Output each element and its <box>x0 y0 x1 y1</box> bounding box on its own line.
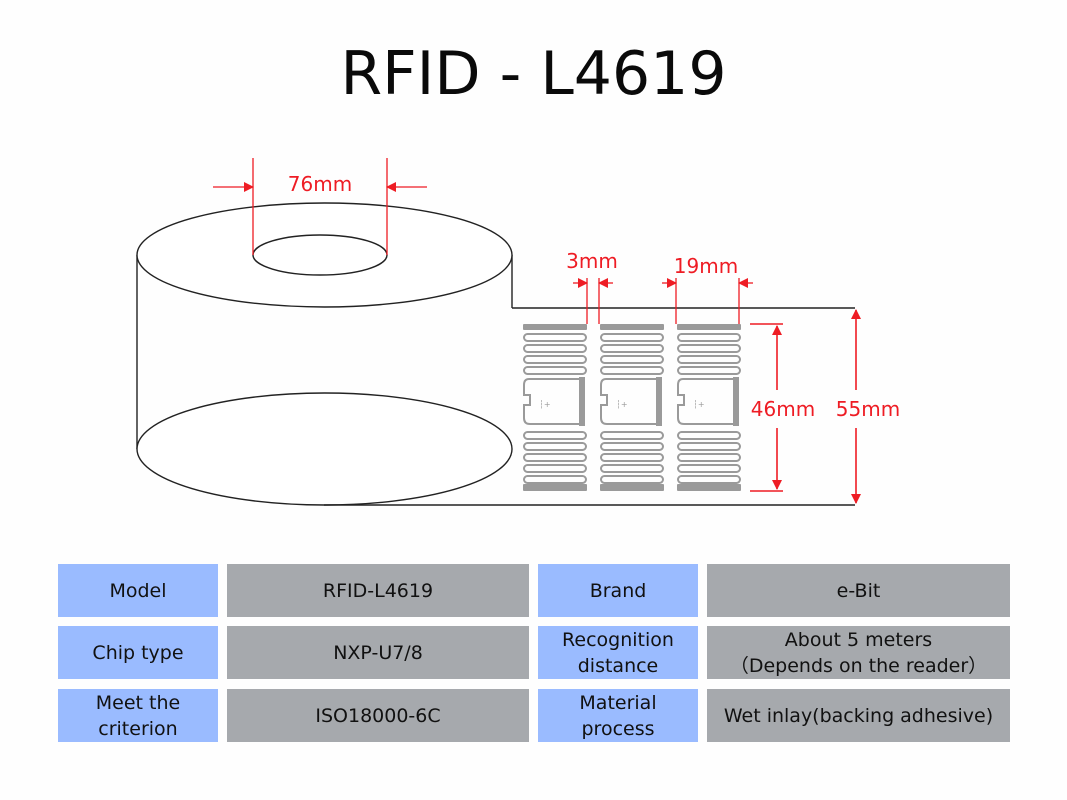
svg-text:┆+: ┆+ <box>693 399 705 409</box>
dimension-inlay-height <box>750 323 783 492</box>
roll <box>136 202 855 506</box>
spec-value-cell: NXP-U7/8 <box>227 626 529 679</box>
rfid-inlay: ┆+ <box>677 324 741 491</box>
spec-key-cell: Brand <box>538 564 698 617</box>
svg-text:┆+: ┆+ <box>539 399 551 409</box>
page-title: RFID - L4619 <box>340 39 727 109</box>
rfid-inlay: ┆+ <box>600 324 664 491</box>
spec-value-cell: e-Bit <box>707 564 1010 617</box>
spec-value-cell: RFID-L4619 <box>227 564 529 617</box>
rfid-inlay: ┆+ <box>523 324 587 491</box>
spec-key-cell: Chip type <box>58 626 218 679</box>
label-roll-diagram: ┆+ ┆+ ┆+ 76mm 3mm 19mm 46mm 55mm <box>136 158 900 506</box>
dim-inlay-height-label: 46mm <box>751 397 815 421</box>
dim-label-width-label: 19mm <box>674 254 738 278</box>
spec-key-cell: Recognition distance <box>538 626 698 679</box>
core-hole <box>252 234 388 276</box>
spec-key-cell: Material process <box>538 689 698 742</box>
spec-key-cell: Model <box>58 564 218 617</box>
svg-text:┆+: ┆+ <box>616 399 628 409</box>
spec-value-cell: Wet inlay(backing adhesive) <box>707 689 1010 742</box>
spec-key-cell: Meet the criterion <box>58 689 218 742</box>
dim-gap-label: 3mm <box>566 249 618 273</box>
dimension-core-diameter <box>213 158 427 255</box>
inlay-group: ┆+ ┆+ ┆+ <box>523 324 741 491</box>
spec-value-cell: ISO18000-6C <box>227 689 529 742</box>
dimension-label-width <box>662 278 753 324</box>
dimension-gap <box>573 278 613 324</box>
dim-liner-width-label: 55mm <box>836 397 900 421</box>
spec-value-cell: About 5 meters （Depends on the reader） <box>707 626 1010 679</box>
dim-core-diameter-label: 76mm <box>288 172 352 196</box>
roll-bottom-face <box>136 392 513 506</box>
